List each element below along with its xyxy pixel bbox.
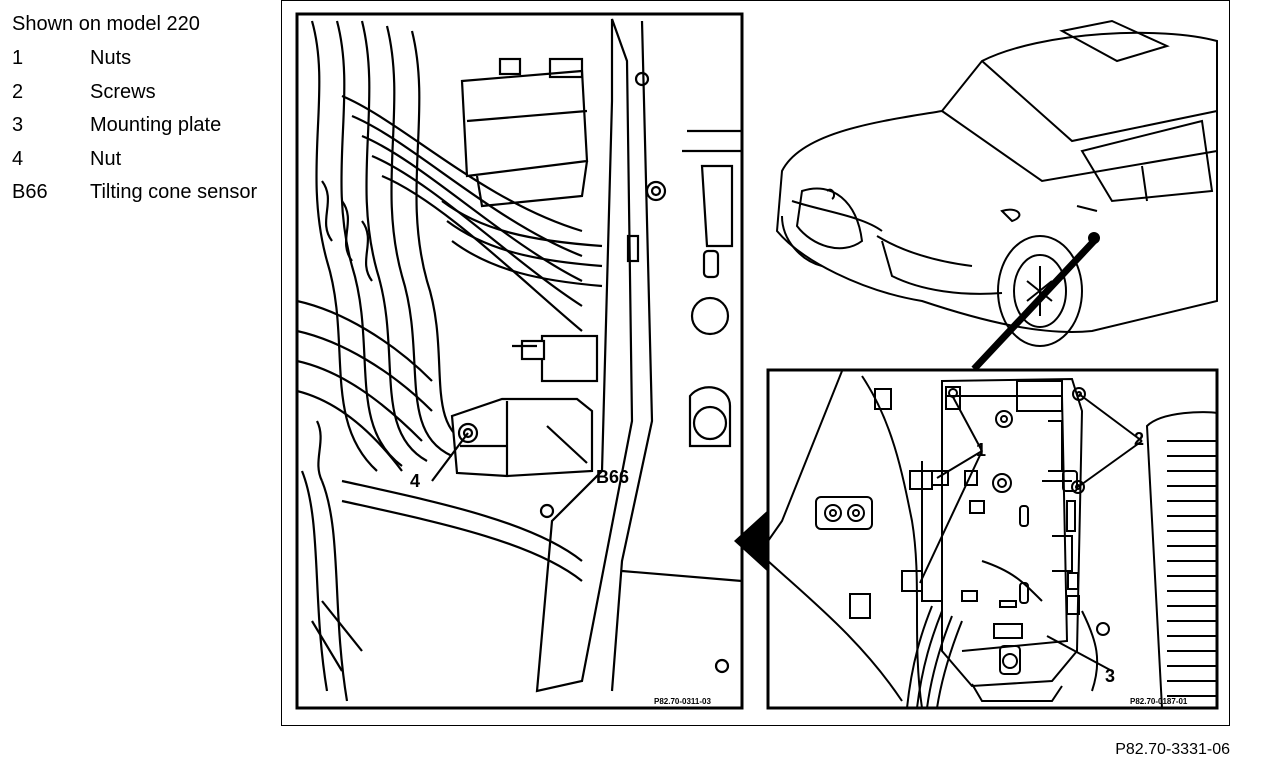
legend-item: B66 Tilting cone sensor xyxy=(12,176,280,210)
legend-desc: Mounting plate xyxy=(90,114,222,136)
mounting-screws xyxy=(1071,387,1086,494)
legend-desc: Nuts xyxy=(90,47,132,69)
legend-item: 4 Nut xyxy=(12,143,280,177)
legend-key: 2 xyxy=(12,80,24,103)
legend-desc: Screws xyxy=(90,80,156,103)
callout-1: 1 xyxy=(976,440,986,460)
vent-grille xyxy=(1145,411,1217,708)
wiring-harness xyxy=(297,20,603,702)
callout-4: 4 xyxy=(410,471,420,491)
diagram-frame: 4 B66 P82.70-0311-03 xyxy=(281,0,1230,726)
mounting-plate xyxy=(901,377,1110,702)
right-panel-code: P82.70-0187-01 xyxy=(1130,697,1188,706)
legend-title: Shown on model 220 xyxy=(12,13,200,35)
left-panel-code: P82.70-0311-03 xyxy=(654,697,711,706)
view-direction-arrow xyxy=(734,511,767,571)
legend-desc: Nut xyxy=(90,147,122,170)
mounting-nuts xyxy=(931,386,978,486)
legend-item: 1 Nuts xyxy=(12,42,280,76)
legend-key: 3 xyxy=(12,114,24,136)
legend-key: 4 xyxy=(12,147,24,170)
callout-2: 2 xyxy=(1134,429,1144,449)
inset-pointer xyxy=(971,238,1097,372)
tilting-cone-sensor xyxy=(450,397,594,478)
legend-key: 1 xyxy=(12,47,24,69)
callout-b66: B66 xyxy=(596,467,629,487)
legend-item: 3 Mounting plate xyxy=(12,109,280,143)
figure-reference: P82.70-3331-06 xyxy=(1115,741,1230,758)
connector-plug xyxy=(512,334,599,383)
diagram-drawing: 4 B66 P82.70-0311-03 xyxy=(295,12,1219,710)
body-pillar xyxy=(311,18,742,693)
car-illustration xyxy=(775,19,1218,347)
legend: Shown on model 220 1 Nuts 2 Screws 3 Mou… xyxy=(12,8,280,210)
control-module xyxy=(460,57,589,208)
bolt-block xyxy=(815,496,873,530)
callout-3: 3 xyxy=(1105,666,1115,686)
legend-item: 2 Screws xyxy=(12,76,280,110)
legend-key: B66 xyxy=(12,181,48,203)
left-detail-panel: 4 B66 P82.70-0311-03 xyxy=(295,12,744,710)
legend-desc: Tilting cone sensor xyxy=(90,181,258,203)
right-detail-panel: 1 2 3 P82.70-0187-01 xyxy=(766,368,1219,710)
